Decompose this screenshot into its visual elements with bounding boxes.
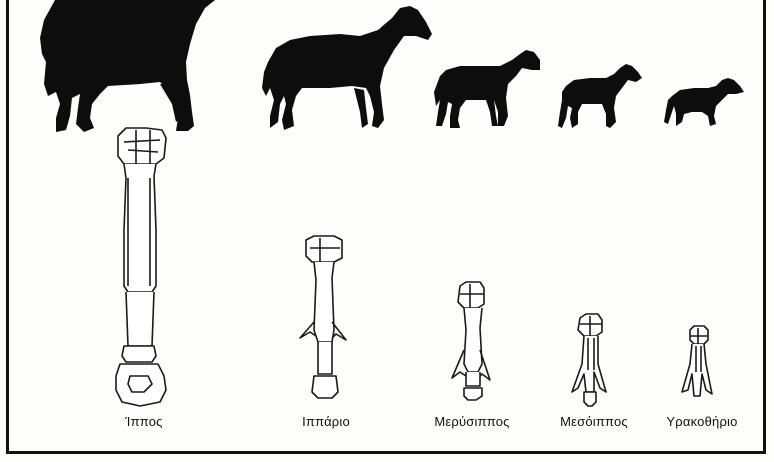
merychippus-leg-bones [452, 282, 490, 400]
label-hipparion: Ιππάριο [302, 414, 350, 429]
label-merychippus: Μερύσιππος [434, 414, 509, 429]
hyracotherium-leg-bones [682, 326, 712, 396]
hippos-leg-bones [116, 128, 166, 406]
hipparion-leg-bones [300, 236, 346, 398]
label-mesohippus: Μεσόιππος [560, 414, 628, 429]
mesohippus-leg-bones [572, 314, 606, 406]
label-hippos: Ίππος [125, 414, 162, 429]
label-hyracotherium: Υρακοθήριο [666, 414, 737, 429]
